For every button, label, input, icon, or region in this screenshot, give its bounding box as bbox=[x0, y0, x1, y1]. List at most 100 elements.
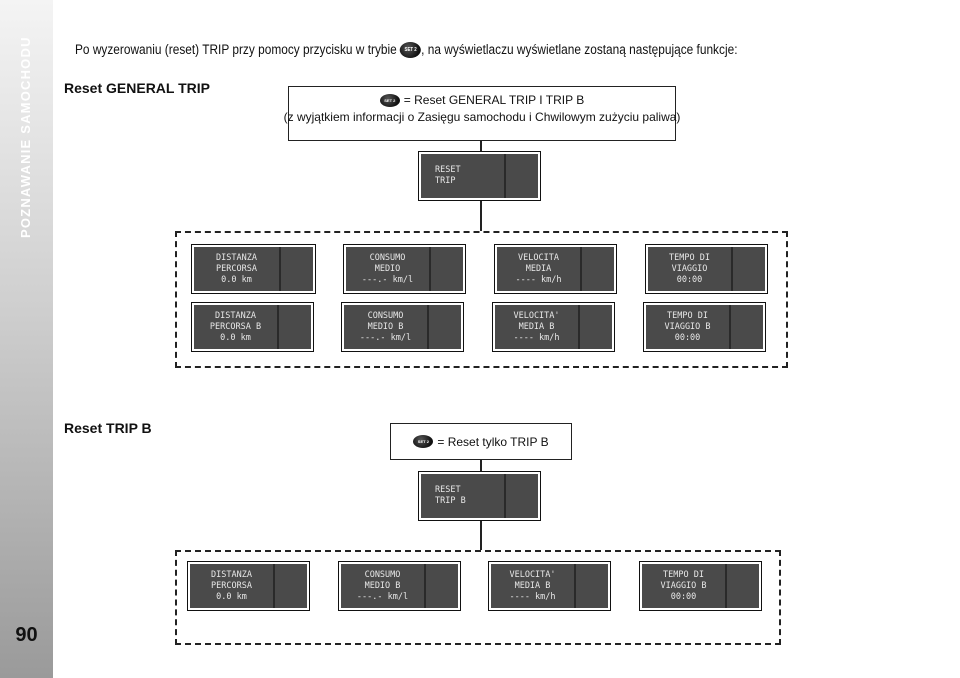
display-text: DISTANZA PERCORSA 0.0 km bbox=[190, 564, 275, 608]
display-velocita-media-b: VELOCITA' MEDIA B ---- km/h bbox=[492, 302, 615, 352]
display-line: RESET bbox=[435, 485, 461, 495]
chapter-title: POZNAWANIE SAMOCHODU bbox=[18, 36, 33, 238]
chapter-sidebar: POZNAWANIE SAMOCHODU 90 bbox=[0, 0, 53, 678]
general-trip-display-group bbox=[175, 231, 788, 368]
display-line: VIAGGIO B bbox=[664, 321, 711, 332]
display-line: PERCORSA bbox=[216, 263, 257, 274]
display-line: ---- km/h bbox=[513, 332, 560, 343]
set2-button-icon: SET 2 bbox=[413, 435, 434, 448]
display-text: DISTANZA PERCORSA B 0.0 km bbox=[194, 305, 279, 349]
display-side-panel bbox=[580, 305, 612, 349]
display-text: VELOCITA' MEDIA B ---- km/h bbox=[491, 564, 576, 608]
page-number: 90 bbox=[15, 624, 38, 646]
display-side-panel bbox=[431, 247, 463, 291]
display-line: 00:00 bbox=[674, 332, 701, 343]
display-line: TEMPO DI bbox=[663, 569, 704, 580]
display-text: CONSUMO MEDIO B ---.- km/l bbox=[341, 564, 426, 608]
display-consumo-medio-b: CONSUMO MEDIO B ---.- km/l bbox=[338, 561, 461, 611]
display-consumo-medio: CONSUMO MEDIO ---.- km/l bbox=[343, 244, 466, 294]
display-text: CONSUMO MEDIO ---.- km/l bbox=[346, 247, 431, 291]
display-tempo-di-viaggio: TEMPO DI VIAGGIO 00:00 bbox=[645, 244, 768, 294]
display-line: PERCORSA bbox=[211, 580, 252, 591]
display-line: VELOCITA bbox=[518, 252, 559, 263]
intro-text-before: Po wyzerowaniu (reset) TRIP przy pomocy … bbox=[75, 42, 397, 57]
display-line: CONSUMO bbox=[364, 569, 401, 580]
display-line: 00:00 bbox=[670, 591, 697, 602]
display-consumo-medio-b: CONSUMO MEDIO B ---.- km/l bbox=[341, 302, 464, 352]
display-line: VELOCITA' bbox=[513, 310, 560, 321]
display-line: DISTANZA bbox=[211, 569, 252, 580]
display-text: VELOCITA' MEDIA B ---- km/h bbox=[495, 305, 580, 349]
display-line: TRIP B bbox=[435, 496, 466, 506]
display-line: TEMPO DI bbox=[667, 310, 708, 321]
display-line: ---.- km/l bbox=[356, 591, 409, 602]
trip-b-heading: Reset TRIP B bbox=[64, 420, 152, 436]
intro-text: Po wyzerowaniu (reset) TRIP przy pomocy … bbox=[75, 42, 841, 59]
display-line: MEDIA bbox=[525, 263, 552, 274]
intro-text-after: , na wyświetlaczu wyświetlane zostaną na… bbox=[421, 42, 738, 57]
display-side-panel bbox=[506, 154, 538, 198]
display-line: VELOCITA' bbox=[509, 569, 556, 580]
display-line: ---.- km/l bbox=[361, 274, 414, 285]
display-side-panel bbox=[281, 247, 313, 291]
display-line: CONSUMO bbox=[369, 252, 406, 263]
display-side-panel bbox=[429, 305, 461, 349]
display-text: TEMPO DI VIAGGIO B 00:00 bbox=[646, 305, 731, 349]
connector-line bbox=[480, 460, 482, 471]
connector-line bbox=[480, 141, 482, 151]
display-line: DISTANZA bbox=[216, 252, 257, 263]
display-side-panel bbox=[582, 247, 614, 291]
display-text: RESET TRIP B bbox=[421, 474, 506, 518]
display-side-panel bbox=[426, 564, 458, 608]
display-velocita-media: VELOCITA MEDIA ---- km/h bbox=[494, 244, 617, 294]
display-text: VELOCITA MEDIA ---- km/h bbox=[497, 247, 582, 291]
display-side-panel bbox=[576, 564, 608, 608]
trip-b-display-group bbox=[175, 550, 781, 645]
display-tempo-di-viaggio-b: TEMPO DI VIAGGIO B 00:00 bbox=[643, 302, 766, 352]
display-line: 0.0 km bbox=[220, 332, 251, 343]
display-distanza-percorsa: DISTANZA PERCORSA 0.0 km bbox=[187, 561, 310, 611]
display-side-panel bbox=[731, 305, 763, 349]
connector-line bbox=[480, 521, 482, 550]
display-line: VIAGGIO B bbox=[660, 580, 707, 591]
set2-button-icon: SET 2 bbox=[379, 93, 400, 107]
display-line: MEDIO B bbox=[367, 321, 404, 332]
general-trip-note-line2: (z wyjątkiem informacji o Zasięgu samoch… bbox=[283, 110, 681, 124]
general-trip-note: SET 2 = Reset GENERAL TRIP I TRIP B (z w… bbox=[283, 86, 681, 141]
display-line: VIAGGIO bbox=[671, 263, 708, 274]
display-line: ---.- km/l bbox=[359, 332, 412, 343]
display-line: CONSUMO bbox=[367, 310, 404, 321]
display-line: 00:00 bbox=[676, 274, 703, 285]
general-trip-note-line1: SET 2 = Reset GENERAL TRIP I TRIP B bbox=[289, 93, 675, 107]
display-side-panel bbox=[727, 564, 759, 608]
display-line: ---- km/h bbox=[509, 591, 556, 602]
reset-trip-b-display: RESET TRIP B bbox=[418, 471, 541, 521]
display-side-panel bbox=[275, 564, 307, 608]
display-line: ---- km/h bbox=[515, 274, 562, 285]
display-side-panel bbox=[279, 305, 311, 349]
general-trip-heading: Reset GENERAL TRIP bbox=[64, 80, 210, 96]
display-text: RESET TRIP bbox=[421, 154, 506, 198]
connector-line bbox=[480, 201, 482, 231]
reset-trip-display: RESET TRIP bbox=[418, 151, 541, 201]
display-distanza-percorsa-b: DISTANZA PERCORSA B 0.0 km bbox=[191, 302, 314, 352]
display-line: TRIP bbox=[435, 176, 456, 186]
display-line: MEDIO B bbox=[364, 580, 401, 591]
display-text: CONSUMO MEDIO B ---.- km/l bbox=[344, 305, 429, 349]
display-line: TEMPO DI bbox=[669, 252, 710, 263]
display-line: MEDIA B bbox=[514, 580, 551, 591]
display-line: PERCORSA B bbox=[209, 321, 262, 332]
general-trip-note-text: = Reset GENERAL TRIP I TRIP B bbox=[403, 93, 585, 107]
display-line: RESET bbox=[435, 165, 461, 175]
trip-b-note: SET 2 = Reset tylko TRIP B bbox=[390, 423, 572, 460]
display-line: 0.0 km bbox=[216, 591, 247, 602]
display-text: DISTANZA PERCORSA 0.0 km bbox=[194, 247, 281, 291]
display-side-panel bbox=[506, 474, 538, 518]
display-line: MEDIO bbox=[374, 263, 401, 274]
trip-b-note-text: = Reset tylko TRIP B bbox=[437, 434, 549, 449]
display-text: TEMPO DI VIAGGIO B 00:00 bbox=[642, 564, 727, 608]
display-line: DISTANZA bbox=[215, 310, 256, 321]
display-distanza-percorsa: DISTANZA PERCORSA 0.0 km bbox=[191, 244, 316, 294]
display-line: MEDIA B bbox=[518, 321, 555, 332]
trip-b-note-line1: SET 2 = Reset tylko TRIP B bbox=[391, 424, 571, 459]
